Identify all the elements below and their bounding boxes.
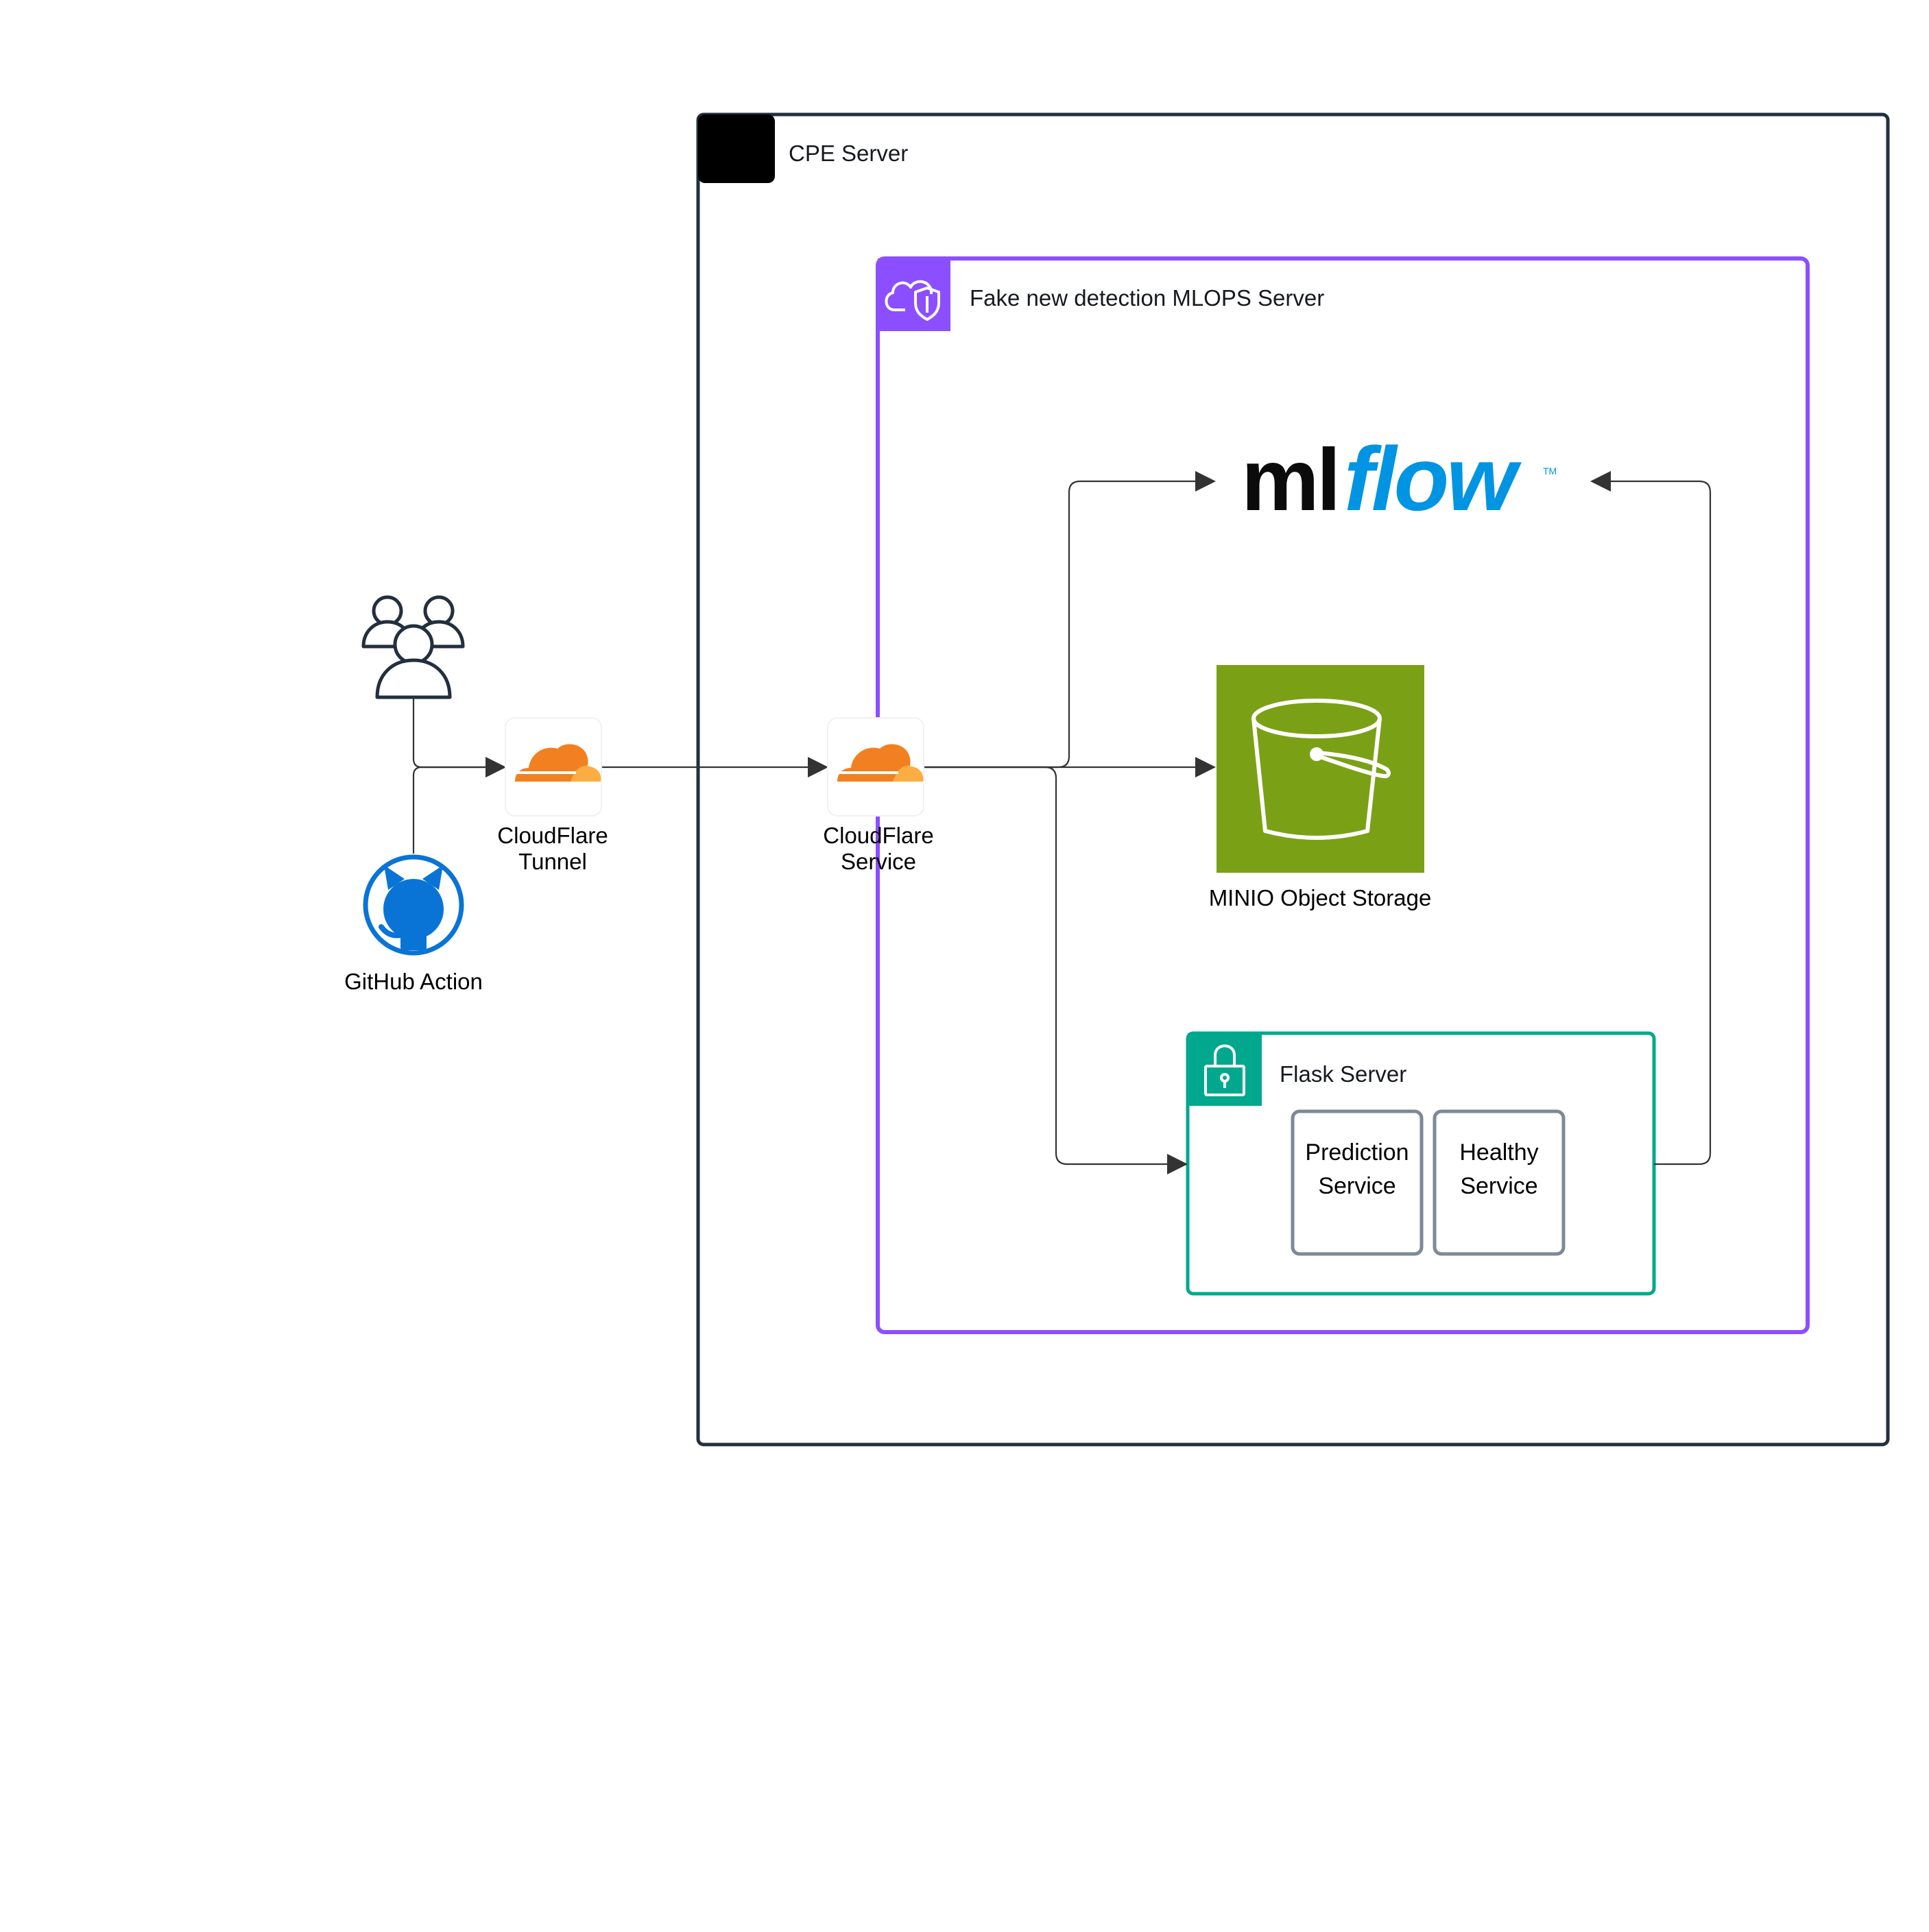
mlflow-logo[interactable]: ml flow TM <box>1241 428 1557 529</box>
connectors <box>412 471 1712 1174</box>
bucket-icon <box>1251 699 1391 840</box>
cloudflare-service-label-line2: Service <box>841 849 916 874</box>
healthy-service-label-line1: Healthy <box>1459 1139 1538 1166</box>
healthy-service-label-line2: Service <box>1460 1173 1537 1199</box>
minio-object-storage-node[interactable]: MINIO Object Storage <box>1209 665 1432 910</box>
flask-server-group[interactable]: Flask Server <box>1186 1031 1656 1296</box>
mlops-server-label: Fake new detection MLOPS Server <box>970 285 1324 311</box>
prediction-service-label-line1: Prediction <box>1305 1139 1409 1166</box>
edge-github-to-tunnel <box>412 757 506 854</box>
flask-server-label: Flask Server <box>1280 1061 1406 1087</box>
cloudflare-service-node[interactable]: CloudFlare Service <box>823 717 934 874</box>
healthy-service-box[interactable]: Healthy Service <box>1433 1109 1566 1256</box>
edge-service-to-mlflow <box>922 471 1216 769</box>
prediction-service-label-line2: Service <box>1318 1173 1395 1199</box>
cloudflare-icon <box>837 744 924 782</box>
cloudflare-service-label-line1: CloudFlare <box>823 823 933 848</box>
cloudflare-tunnel-label-line2: Tunnel <box>518 849 587 874</box>
github-action-node[interactable]: GitHub Action <box>344 854 483 994</box>
lock-icon <box>1204 1044 1245 1096</box>
cpe-server-group[interactable]: CPE Server <box>696 112 1890 1447</box>
github-action-label: GitHub Action <box>344 969 483 994</box>
cloudflare-tunnel-node[interactable]: CloudFlare Tunnel <box>497 717 608 874</box>
cpe-server-label: CPE Server <box>789 141 908 166</box>
mlflow-logo-flow: flow <box>1344 428 1522 529</box>
prediction-service-box[interactable]: Prediction Service <box>1291 1109 1424 1256</box>
edge-flask-to-mlflow <box>1590 471 1712 1166</box>
github-icon <box>363 854 464 956</box>
mlflow-logo-ml: ml <box>1241 431 1338 529</box>
users-icon[interactable] <box>361 595 465 699</box>
mlflow-logo-tm: TM <box>1543 466 1557 476</box>
minio-label: MINIO Object Storage <box>1209 885 1432 910</box>
edge-users-to-tunnel <box>412 698 506 777</box>
cloudflare-tunnel-label-line1: CloudFlare <box>497 823 608 848</box>
cloud-shield-icon <box>885 280 940 321</box>
edge-service-to-flask <box>922 766 1188 1174</box>
cpe-server-icon <box>698 114 775 183</box>
cloudflare-icon <box>515 744 601 782</box>
